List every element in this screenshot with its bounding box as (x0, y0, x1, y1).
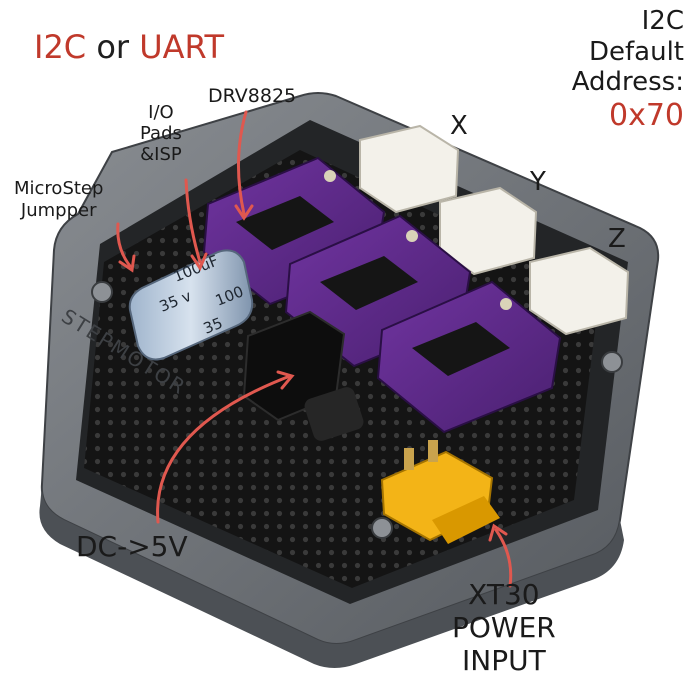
address-line-1: I2C (641, 6, 684, 36)
title-uart: UART (139, 28, 224, 66)
io-line-1: I/O (148, 102, 174, 123)
xt-line-1: XT30 (468, 578, 540, 611)
micro-line-1: MicroStep (14, 178, 104, 199)
i2c-address-label: I2C Default Address: 0x70 (572, 6, 684, 133)
io-line-2: Pads (140, 123, 182, 145)
annotation-arrows (116, 110, 513, 588)
microstep-label: MicroStep Jumpper (14, 178, 103, 221)
xt-line-3: INPUT (462, 644, 546, 678)
title-or: or (86, 28, 140, 66)
address-line-3: Address: (571, 67, 684, 98)
driver-label: DRV8825 (208, 85, 297, 107)
micro-line-2: Jumpper (20, 199, 97, 221)
page-title: I2C or UART (34, 28, 224, 66)
svg-text:35: 35 (201, 314, 225, 338)
axis-y-label: Y (530, 167, 546, 197)
axis-x-label: X (450, 111, 468, 141)
screw-posts (91, 281, 623, 539)
xt30-label: XT30 POWER INPUT (452, 578, 556, 677)
title-i2c: I2C (34, 28, 87, 66)
address-value: 0x70 (608, 98, 684, 134)
dc-converter (242, 310, 364, 441)
axis-z-label: Z (608, 224, 626, 254)
stepper-connectors (359, 124, 630, 336)
io-pads-label: I/O Pads &ISP (140, 102, 182, 166)
xt-line-2: POWER (452, 611, 556, 645)
address-line-2: Default (589, 36, 684, 67)
dc-converter-label: DC->5V (76, 530, 188, 563)
xt30-connector (380, 440, 500, 544)
io-line-3: &ISP (140, 144, 182, 166)
